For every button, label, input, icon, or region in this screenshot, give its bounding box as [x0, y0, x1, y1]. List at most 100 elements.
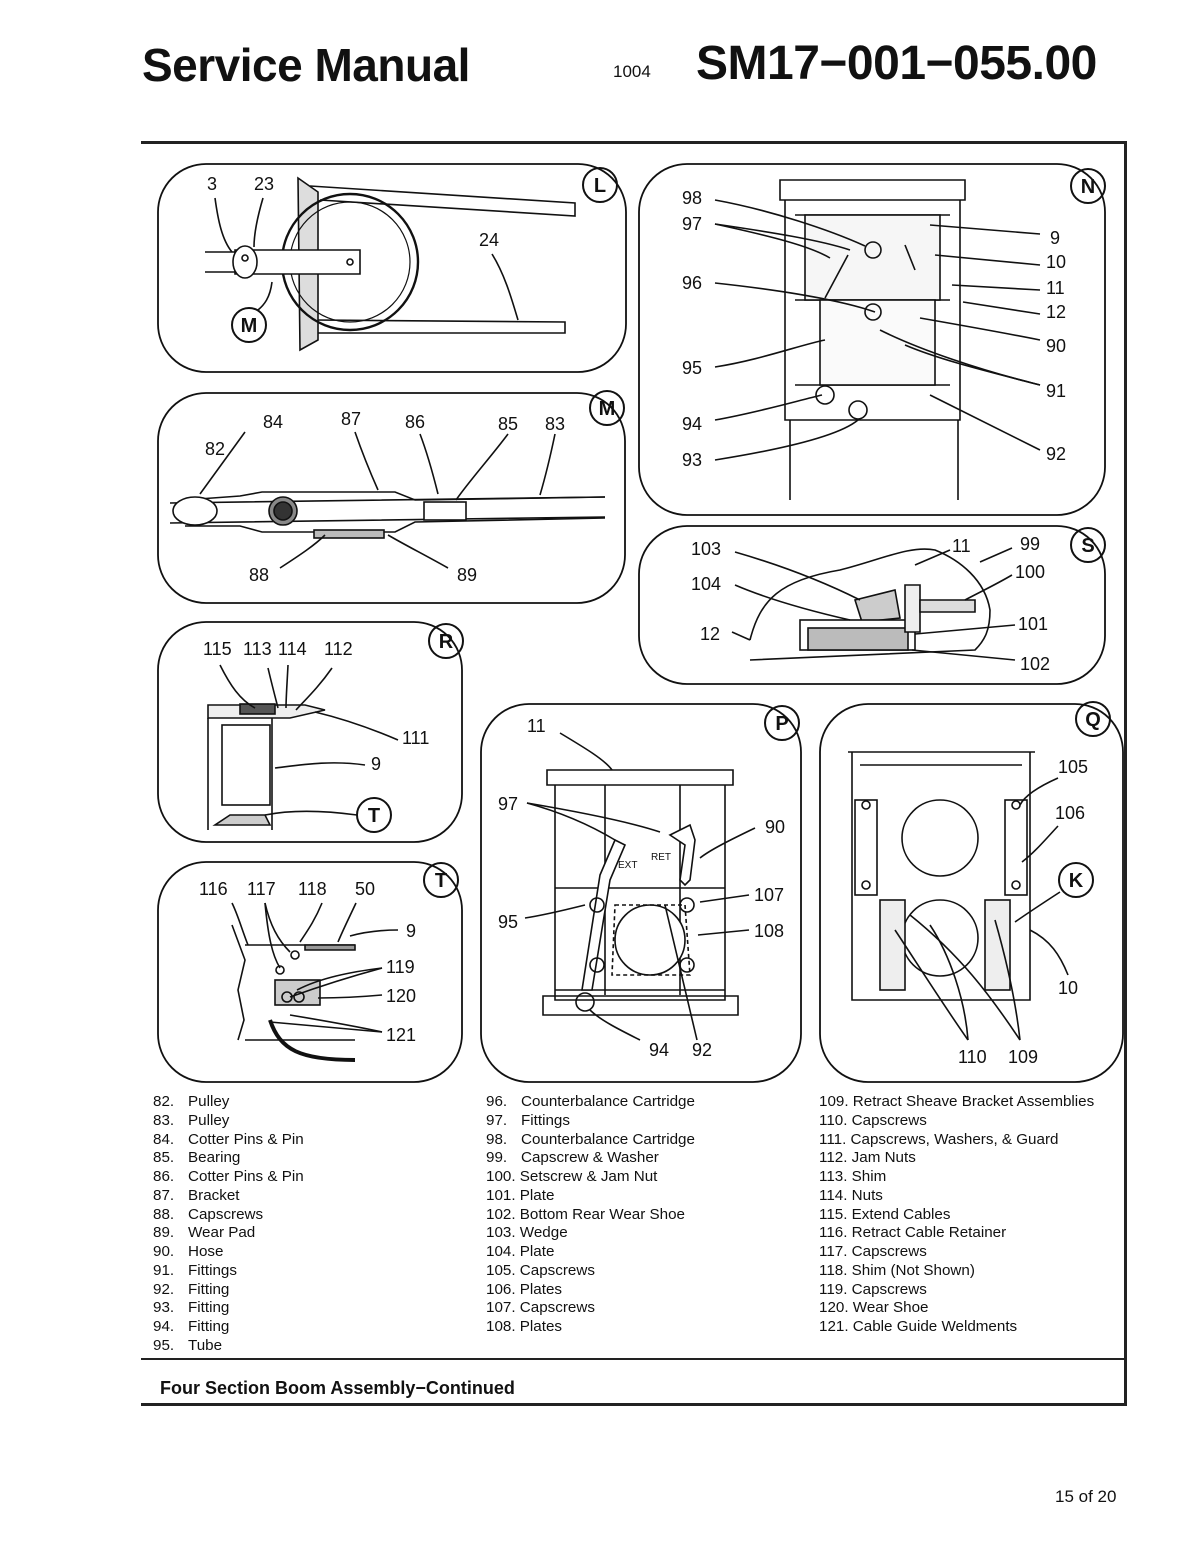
detail-T: 116 117 118 50 9 119 120 121 T [157, 861, 463, 1083]
legend-row: 120. Wear Shoe [819, 1299, 929, 1317]
callout-94: 94 [682, 414, 702, 434]
callout-100: 100 [1015, 562, 1045, 582]
ext-label: EXT [618, 860, 637, 871]
callout-82: 82 [205, 439, 225, 459]
callout-90: 90 [1046, 336, 1066, 356]
detail-M: 84 87 86 85 83 82 88 89 M [157, 390, 626, 604]
callout-106: 106 [1055, 803, 1085, 823]
legend-row: 83.Pulley [153, 1111, 230, 1129]
callout-98: 98 [682, 188, 702, 208]
callout-11: 11 [1046, 278, 1065, 298]
figure-caption: Four Section Boom Assembly−Continued [160, 1378, 515, 1398]
callout-103: 103 [691, 539, 721, 559]
legend-row: 105. Capscrews [486, 1261, 595, 1279]
callout-110: 110 [958, 1047, 987, 1067]
callout-102: 102 [1020, 654, 1050, 674]
legend-row: 84.Cotter Pins & Pin [153, 1130, 304, 1148]
callout-99: 99 [1020, 534, 1040, 554]
detail-letter-Q: Q [1085, 709, 1101, 731]
document-title: Service Manual [142, 39, 470, 91]
legend-row: 96.Counterbalance Cartridge [486, 1093, 695, 1110]
legend-row: 86.Cotter Pins & Pin [153, 1168, 304, 1185]
legend-row: 99.Capscrew & Washer [486, 1149, 659, 1167]
detail-N: 98 97 96 95 94 93 9 10 11 12 90 91 92 N [638, 163, 1106, 516]
callout-94: 94 [649, 1040, 669, 1060]
callout-115: 115 [203, 639, 232, 659]
figure-frame [141, 141, 1127, 1406]
legend-row: 108. Plates [486, 1318, 563, 1335]
legend-row: 121. Cable Guide Weldments [819, 1318, 1018, 1335]
legend-row: 95.Tube [153, 1336, 223, 1354]
detail-ref-M: M [241, 315, 258, 337]
callout-121: 121 [386, 1025, 416, 1045]
legend-row: 90.Hose [153, 1243, 224, 1260]
callout-12: 12 [1046, 302, 1066, 322]
callout-114: 114 [278, 639, 307, 659]
callout-86: 86 [405, 412, 425, 432]
callout-24: 24 [479, 230, 499, 250]
legend-row: 93.Fitting [153, 1299, 230, 1317]
legend-row: 85.Bearing [153, 1149, 241, 1167]
callout-117: 117 [247, 879, 276, 899]
detail-R: 115 113 114 112 111 9 R T [157, 621, 464, 843]
parts-legend-col-3: 109. Retract Sheave Bracket Assemblies 1… [819, 1093, 1094, 1337]
callout-87: 87 [341, 409, 361, 429]
detail-letter-M: M [599, 398, 616, 420]
legend-row: 109. Retract Sheave Bracket Assemblies [819, 1093, 1095, 1110]
legend-row: 103. Wedge [486, 1224, 568, 1242]
detail-S: 103 104 12 11 99 100 101 102 S [638, 525, 1106, 685]
callout-12: 12 [700, 624, 720, 644]
legend-row: 115. Extend Cables [819, 1205, 951, 1223]
callout-3: 3 [207, 174, 217, 194]
callout-95: 95 [682, 358, 702, 378]
page-number: 15 of 20 [1055, 1487, 1117, 1506]
callout-83: 83 [545, 414, 565, 434]
parts-legend-col-2: 96.Counterbalance Cartridge 97.Fittings … [486, 1093, 695, 1337]
callout-97: 97 [498, 794, 518, 814]
document-code: SM17−001−055.00 [696, 37, 1097, 90]
parts-legend-col-1: 82.Pulley 83.Pulley 84.Cotter Pins & Pin… [153, 1093, 304, 1356]
legend-row: 82.Pulley [153, 1093, 230, 1110]
callout-85: 85 [498, 414, 518, 434]
detail-ref-T: T [368, 805, 380, 827]
legend-row: 104. Plate [486, 1243, 555, 1260]
detail-letter-P: P [775, 713, 788, 735]
legend-row: 113. Shim [819, 1168, 887, 1185]
callout-109: 109 [1008, 1047, 1038, 1067]
callout-118: 118 [298, 879, 327, 899]
detail-P: 11 97 90 95 107 108 94 92 RET EXT P [480, 703, 802, 1083]
callout-90: 90 [765, 817, 785, 837]
detail-letter-S: S [1081, 535, 1094, 557]
callout-108: 108 [754, 921, 784, 941]
callout-101: 101 [1018, 614, 1048, 634]
callout-10: 10 [1046, 252, 1066, 272]
caption-divider [141, 1358, 1127, 1360]
callout-11: 11 [527, 716, 546, 736]
detail-Q: 105 106 10 110 109 Q K [819, 701, 1124, 1083]
callout-113: 113 [243, 639, 272, 659]
legend-row: 97.Fittings [486, 1111, 570, 1129]
callout-84: 84 [263, 412, 283, 432]
callout-23: 23 [254, 174, 274, 194]
legend-row: 102. Bottom Rear Wear Shoe [486, 1205, 685, 1223]
legend-row: 117. Capscrews [819, 1243, 927, 1260]
ret-label: RET [651, 852, 671, 863]
callout-120: 120 [386, 986, 416, 1006]
callout-116: 116 [199, 879, 228, 899]
callout-91: 91 [1046, 381, 1066, 401]
callout-111: 111 [402, 728, 429, 748]
callout-50: 50 [355, 879, 375, 899]
legend-row: 118. Shim (Not Shown) [819, 1261, 975, 1279]
legend-row: 87.Bracket [153, 1186, 240, 1204]
legend-row: 110. Capscrews [819, 1111, 927, 1129]
callout-93: 93 [682, 450, 702, 470]
callout-97: 97 [682, 214, 702, 234]
callout-104: 104 [691, 574, 721, 594]
callout-119: 119 [386, 957, 415, 977]
callout-9: 9 [406, 921, 416, 941]
legend-row: 100. Setscrew & Jam Nut [486, 1168, 658, 1185]
legend-row: 91.Fittings [153, 1261, 237, 1279]
legend-row: 107. Capscrews [486, 1299, 595, 1317]
detail-letter-T: T [435, 870, 447, 892]
legend-row: 114. Nuts [819, 1186, 883, 1204]
